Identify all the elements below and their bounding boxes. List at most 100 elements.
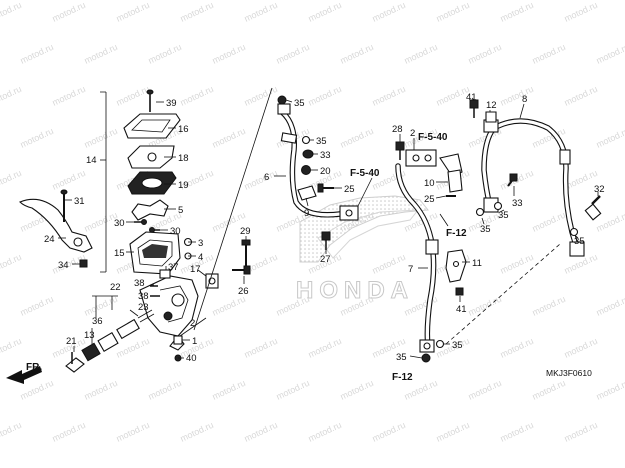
watermark-text: motod.ru <box>211 126 247 150</box>
diaphragm <box>127 171 177 195</box>
watermark-text: motod.ru <box>435 420 471 444</box>
callout-35-b: 35 <box>316 136 327 147</box>
watermark-text: motod.ru <box>371 84 407 108</box>
bracket-10 <box>447 169 463 193</box>
callout-37: 37 <box>168 262 179 273</box>
connector-line-b <box>179 317 207 337</box>
watermark-text: motod.ru <box>595 294 625 318</box>
watermark-text: motod.ru <box>435 0 471 24</box>
callout-labels: 39 16 18 19 5 14 15 30 30 3 4 31 24 34 1… <box>44 92 605 364</box>
watermark-text: motod.ru <box>83 294 119 318</box>
watermark-text: motod.ru <box>563 0 599 24</box>
watermark-text: motod.ru <box>83 42 119 66</box>
callout-6: 6 <box>264 172 269 183</box>
callout-10: 10 <box>424 178 435 189</box>
callout-5: 5 <box>178 205 183 216</box>
callout-27: 27 <box>320 254 331 265</box>
watermark-text: motod.ru <box>499 336 535 360</box>
watermark-text: motod.ru <box>0 0 23 24</box>
watermark-text: motod.ru <box>595 126 625 150</box>
washer-35-r2 <box>475 207 485 217</box>
watermark-text: motod.ru <box>403 42 439 66</box>
watermark-text: motod.ru <box>499 0 535 24</box>
watermark-text: motod.ru <box>83 378 119 402</box>
callout-25-b: 25 <box>424 194 435 205</box>
callout-40: 40 <box>186 353 197 364</box>
float-plate <box>131 199 169 221</box>
dashed-connector <box>445 243 561 345</box>
callout-35-e: 35 <box>574 236 585 247</box>
callout-14: 14 <box>86 155 97 166</box>
washer-35-low <box>435 339 445 349</box>
watermark-text: motod.ru <box>115 0 151 24</box>
callout-31: 31 <box>74 196 85 207</box>
watermark-text: motod.ru <box>0 336 23 360</box>
callout-25-a: 25 <box>344 184 355 195</box>
watermark-text: motod.ru <box>51 420 87 444</box>
watermark-text: motod.ru <box>371 0 407 24</box>
bolt-28 <box>395 141 405 160</box>
watermark-text: motod.ru <box>467 42 503 66</box>
callout-32: 32 <box>594 184 605 195</box>
callout-12: 12 <box>486 100 497 111</box>
watermark-text: motod.ru <box>595 378 625 402</box>
master-cylinder-body <box>139 275 199 351</box>
watermark-text: motod.ru <box>467 378 503 402</box>
callout-9: 9 <box>304 208 309 219</box>
callout-1: 1 <box>192 336 197 347</box>
watermark-text: motod.ru <box>499 252 535 276</box>
watermark-text: motod.ru <box>339 126 375 150</box>
washer-35-r1 <box>493 201 503 211</box>
screw-39 <box>146 89 154 112</box>
bolt-41-low <box>455 287 464 296</box>
callout-3: 3 <box>198 238 203 249</box>
bolt-26 <box>232 265 251 275</box>
watermark-text: motod.ru <box>307 420 343 444</box>
watermark-text: motod.ru <box>243 0 279 24</box>
watermark-text: motod.ru <box>0 168 23 192</box>
watermark-text: motod.ru <box>243 84 279 108</box>
nut-34 <box>79 259 88 268</box>
watermark-text: motod.ru <box>243 420 279 444</box>
watermark-text: motod.ru <box>211 378 247 402</box>
callout-35-a: 35 <box>294 98 305 109</box>
watermark-text: motod.ru <box>275 42 311 66</box>
watermark-text: motod.ru <box>563 420 599 444</box>
callout-33-b: 33 <box>512 198 523 209</box>
switch-37 <box>159 269 171 279</box>
screw-30-a <box>134 219 147 225</box>
watermark-text: motod.ru <box>0 252 23 276</box>
watermark-text: motod.ru <box>339 42 375 66</box>
callout-38-b: 38 <box>138 291 149 302</box>
watermark-text: motod.ru <box>307 84 343 108</box>
boot-1 <box>173 335 183 345</box>
callout-8: 8 <box>522 94 527 105</box>
watermark-text: motod.ru <box>531 42 567 66</box>
watermark-text: motod.ru <box>307 0 343 24</box>
callout-11: 11 <box>472 258 482 269</box>
watermark-text: motod.ru <box>51 0 87 24</box>
callout-19: 19 <box>178 180 189 191</box>
hose-bracket-11 <box>445 249 467 283</box>
watermark-text: motod.ru <box>531 378 567 402</box>
watermark-text: motod.ru <box>19 294 55 318</box>
bracket-22 <box>92 295 118 318</box>
callout-30-a: 30 <box>114 218 125 229</box>
callout-2-mid: 2 <box>410 128 415 139</box>
bolt-35-top <box>277 95 287 105</box>
grommet-20 <box>301 165 311 175</box>
callout-28: 28 <box>392 124 403 135</box>
watermark-text: motod.ru <box>563 84 599 108</box>
piston-assembly <box>65 309 155 373</box>
watermark-text: motod.ru <box>275 378 311 402</box>
watermark-text: motod.ru <box>83 126 119 150</box>
reservoir-body <box>129 231 181 275</box>
callout-35-c: 35 <box>498 210 509 221</box>
callout-18: 18 <box>178 153 189 164</box>
watermark-text: motod.ru <box>51 84 87 108</box>
watermark-text: motod.ru <box>51 168 87 192</box>
honda-logo-text: HONDA <box>296 277 414 304</box>
watermark-text: motod.ru <box>211 42 247 66</box>
